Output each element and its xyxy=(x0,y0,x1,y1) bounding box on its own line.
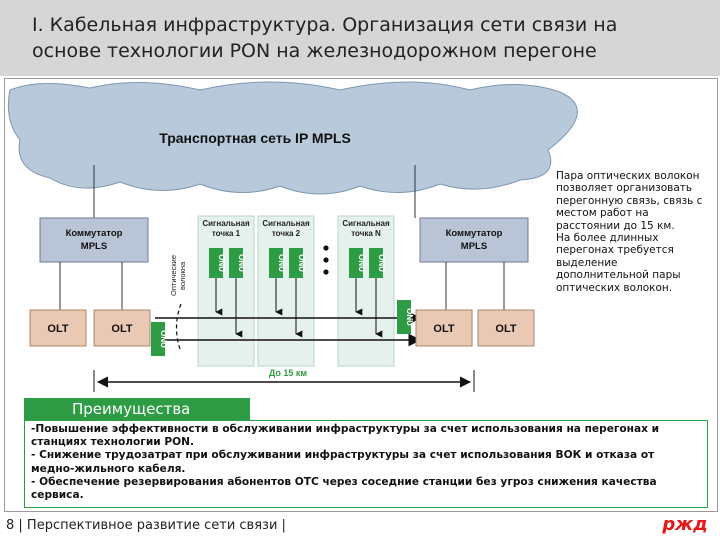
note-text: Пара оптических волокон позволяет органи… xyxy=(556,170,706,294)
onu-box-p1-a: ONU xyxy=(209,248,226,278)
onu-box-p2-b: ONU xyxy=(289,248,306,278)
advantage-item-3: - Обеспечение резервирования абонентов О… xyxy=(31,475,657,502)
onu-box-pn-b: ONU xyxy=(369,248,386,278)
distance-indicator: До 15 км xyxy=(93,368,475,392)
olt-label: OLT xyxy=(495,323,516,335)
signal-point-2: Сигнальная точка 2 xyxy=(257,215,315,367)
olt-box-4: OLT xyxy=(477,309,535,347)
switch-right-line-1: Коммутатор xyxy=(446,228,503,239)
olt-box-3: OLT xyxy=(415,309,473,347)
network-diagram: Транспортная сеть IP MPLS Коммутатор MPL… xyxy=(7,81,578,392)
mpls-cloud: Транспортная сеть IP MPLS xyxy=(7,81,578,195)
note-paragraph-2: На более длинных перегонах требуется выд… xyxy=(556,232,681,294)
switch-left-line-2: MPLS xyxy=(81,241,107,252)
advantages-box: -Повышение эффективности в обслуживании … xyxy=(24,420,708,508)
signal-point-2-line-2: точка 2 xyxy=(272,229,301,238)
advantage-item-1: -Повышение эффективности в обслуживании … xyxy=(31,423,660,449)
signal-point-1-line-2: точка 1 xyxy=(212,229,241,238)
onu-label: ONU xyxy=(297,254,306,272)
optical-fiber-label: Оптические волокна xyxy=(169,255,187,353)
olt-boxes: OLT OLT OLT OLT xyxy=(29,309,535,347)
signal-point-2-line-1: Сигнальная xyxy=(262,219,310,228)
onu-label: ONU xyxy=(277,254,286,272)
page-title-line-2: основе технологии PON на железнодорожном… xyxy=(32,40,597,62)
onu-drops xyxy=(215,278,383,338)
onu-box-left: ONU xyxy=(151,322,168,356)
note-paragraph-1: Пара оптических волокон позволяет органи… xyxy=(556,170,703,232)
onu-label: ONU xyxy=(217,254,226,272)
onu-label: ONU xyxy=(357,254,366,272)
cloud-label: Транспортная сеть IP MPLS xyxy=(159,130,351,146)
optical-fiber-label-line-1: Оптические xyxy=(169,255,178,296)
olt-box-1: OLT xyxy=(29,309,87,347)
diagram-frame xyxy=(4,78,718,512)
onu-box-p1-b: ONU xyxy=(229,248,246,278)
onu-label: ONU xyxy=(405,308,414,326)
olt-label: OLT xyxy=(47,323,68,335)
onu-box-right: ONU xyxy=(397,300,414,334)
signal-point-n-line-2: точка N xyxy=(351,229,381,238)
rzd-logo-icon: ржд xyxy=(662,514,708,535)
switch-right-line-2: MPLS xyxy=(461,241,487,252)
ellipsis-dots xyxy=(323,245,329,275)
uplink-lines xyxy=(93,165,416,218)
signal-point-1: Сигнальная точка 1 xyxy=(197,215,255,367)
onu-label: ONU xyxy=(237,254,246,272)
advantages-title: Преимущества xyxy=(24,398,250,420)
onu-label: ONU xyxy=(377,254,386,272)
switch-olt-lines xyxy=(59,262,505,310)
onu-box-pn-a: ONU xyxy=(349,248,366,278)
optical-fiber-label-line-2: волокна xyxy=(178,261,187,290)
onu-boxes: ONU ONU ONU ONU ONU ONU ONU ONU xyxy=(151,248,414,356)
signal-point-1-line-1: Сигнальная xyxy=(202,219,250,228)
olt-label: OLT xyxy=(433,323,454,335)
page-title: I. Кабельная инфраструктура. Организация… xyxy=(32,12,702,64)
distance-label: До 15 км xyxy=(269,368,308,378)
signal-point-n-line-1: Сигнальная xyxy=(342,219,390,228)
switch-right: Коммутатор MPLS xyxy=(419,217,529,263)
onu-box-p2-a: ONU xyxy=(269,248,286,278)
footer-text: 8 | Перспективное развитие сети связи | xyxy=(6,518,286,533)
olt-label: OLT xyxy=(111,323,132,335)
onu-label: ONU xyxy=(159,330,168,348)
switch-left-line-1: Коммутатор xyxy=(66,228,123,239)
advantage-item-2: - Снижение трудозатрат при обслуживании … xyxy=(31,449,655,475)
switch-left: Коммутатор MPLS xyxy=(39,217,149,263)
page-title-line-1: I. Кабельная инфраструктура. Организация… xyxy=(32,14,618,36)
olt-box-2: OLT xyxy=(93,309,151,347)
header-bar: I. Кабельная инфраструктура. Организация… xyxy=(0,0,720,76)
logo-text: ржд xyxy=(662,514,708,535)
signal-point-n: Сигнальная точка N xyxy=(337,215,395,367)
